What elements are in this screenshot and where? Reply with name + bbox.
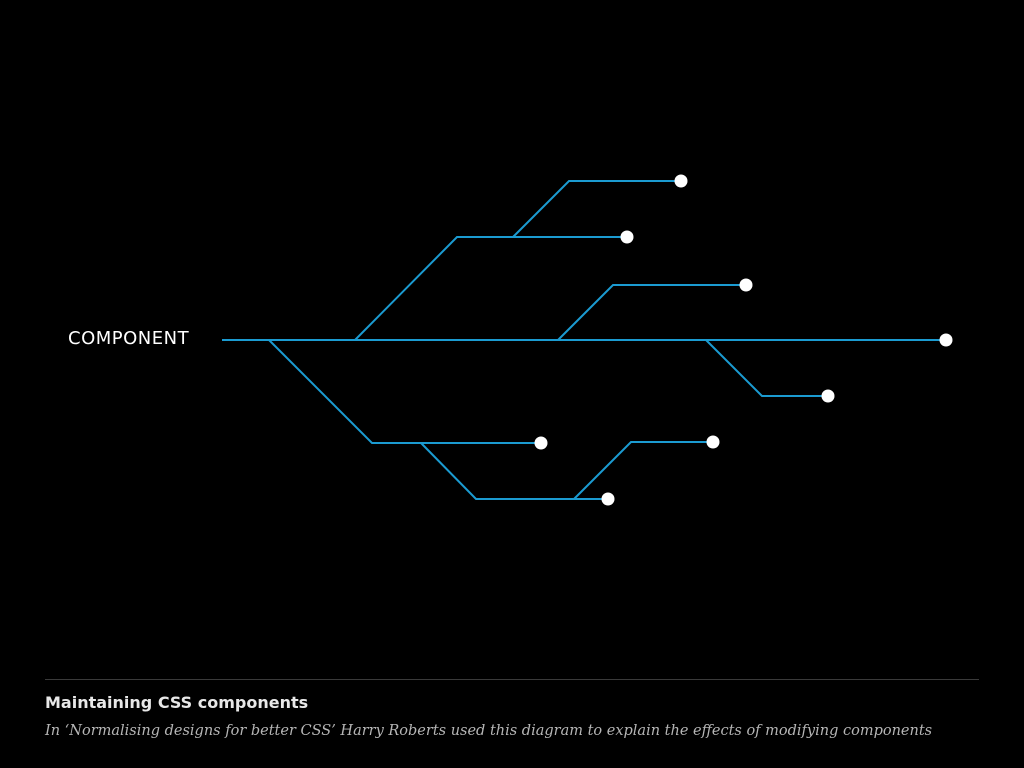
branch-upper-main bbox=[354, 236, 627, 341]
caption-text: In ‘Normalising designs for better CSS’ … bbox=[45, 723, 933, 739]
branch-lower-main bbox=[268, 339, 541, 444]
component-root-label: COMPONENT bbox=[68, 328, 190, 349]
endpoint-dot bbox=[821, 389, 835, 403]
branch-upper-mid bbox=[557, 284, 746, 341]
endpoint-dot bbox=[601, 492, 615, 506]
branch-lower-rise bbox=[573, 441, 713, 500]
endpoint-dot bbox=[620, 230, 634, 244]
caption-divider bbox=[45, 679, 979, 680]
endpoint-dot bbox=[739, 278, 753, 292]
endpoint-dot bbox=[674, 174, 688, 188]
endpoint-dot bbox=[706, 435, 720, 449]
endpoint-dot bbox=[534, 436, 548, 450]
branch-lower-deep bbox=[420, 442, 608, 500]
component-tree-diagram bbox=[222, 174, 953, 506]
branch-right-lower bbox=[705, 339, 828, 397]
caption-title: Maintaining CSS components bbox=[45, 693, 309, 712]
endpoint-dot bbox=[939, 333, 953, 347]
branch-upper-top bbox=[512, 180, 681, 238]
